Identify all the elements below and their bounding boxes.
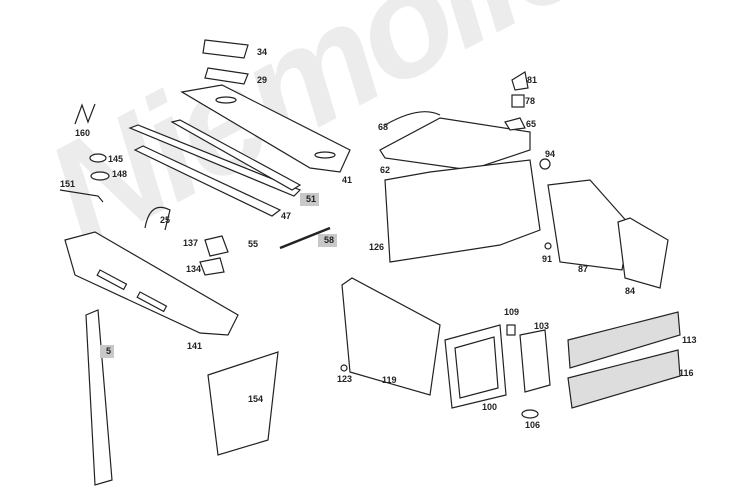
part-94 xyxy=(539,158,551,170)
callout-label: 62 xyxy=(380,165,391,175)
callout-label: 134 xyxy=(186,264,202,274)
callout-label: 25 xyxy=(160,215,171,225)
part-29 xyxy=(204,67,249,85)
part-134 xyxy=(199,257,225,276)
callout-label: 123 xyxy=(337,374,353,384)
part-51-rail xyxy=(128,124,302,197)
callout-label: 87 xyxy=(578,264,589,274)
part-160 xyxy=(74,103,96,125)
part-126-panel xyxy=(384,159,541,263)
callout-label: 137 xyxy=(183,238,199,248)
part-113-board xyxy=(567,311,681,369)
callout-label: 94 xyxy=(545,149,556,159)
callout-label: 116 xyxy=(679,368,694,378)
callout-label: 109 xyxy=(504,307,520,317)
callout-label-highlighted: 51 xyxy=(300,193,320,206)
callout-label: 141 xyxy=(187,341,203,351)
part-91 xyxy=(544,242,552,250)
part-41-shelf xyxy=(180,84,351,173)
callout-label: 29 xyxy=(257,75,268,85)
part-81 xyxy=(511,71,529,91)
callout-label: 41 xyxy=(342,175,353,185)
part-78 xyxy=(511,94,525,108)
part-141-panel xyxy=(64,231,239,336)
part-145 xyxy=(89,153,107,163)
part-68 xyxy=(384,111,441,126)
part-151 xyxy=(59,189,104,203)
callout-label: 126 xyxy=(369,242,385,252)
callout-label-highlighted: 58 xyxy=(318,234,338,247)
part-137 xyxy=(204,235,229,257)
part-123 xyxy=(340,364,348,372)
callout-label: 91 xyxy=(542,254,553,264)
callout-label: 100 xyxy=(482,402,498,412)
callout-label: 81 xyxy=(527,75,538,85)
part-148 xyxy=(90,171,110,181)
callout-label: 103 xyxy=(534,321,550,331)
callout-label: 151 xyxy=(60,179,76,189)
callout-label: 160 xyxy=(75,128,91,138)
part-100-frame xyxy=(444,324,507,409)
part-103 xyxy=(519,329,551,393)
part-25 xyxy=(144,206,171,231)
callout-label: 34 xyxy=(257,47,268,57)
part-58-rod xyxy=(279,226,331,250)
part-109 xyxy=(506,324,516,336)
part-116-board xyxy=(567,349,681,409)
part-62-tray xyxy=(379,117,531,171)
callout-label-highlighted: 5 xyxy=(100,345,115,358)
part-84-panel xyxy=(617,217,669,289)
callout-label: 78 xyxy=(525,96,536,106)
callout-label: 65 xyxy=(526,119,537,129)
callout-label: 47 xyxy=(281,211,292,221)
part-65 xyxy=(504,117,526,131)
part-106 xyxy=(521,409,539,419)
callout-label: 119 xyxy=(382,375,397,385)
callout-label: 145 xyxy=(108,154,124,164)
callout-label: 113 xyxy=(682,335,697,345)
part-47-rail xyxy=(133,145,282,217)
callout-label: 154 xyxy=(248,394,264,404)
part-154-panel xyxy=(207,351,279,456)
part-5-pillar xyxy=(85,309,113,486)
callout-label: 68 xyxy=(378,122,389,132)
part-87-panel xyxy=(547,179,631,271)
part-55-rail xyxy=(170,119,302,191)
callout-label: 55 xyxy=(248,239,259,249)
callout-label: 148 xyxy=(112,169,128,179)
callout-label: 106 xyxy=(525,420,541,430)
part-34 xyxy=(202,39,249,59)
part-119-panel xyxy=(341,277,441,396)
callout-label: 84 xyxy=(625,286,636,296)
